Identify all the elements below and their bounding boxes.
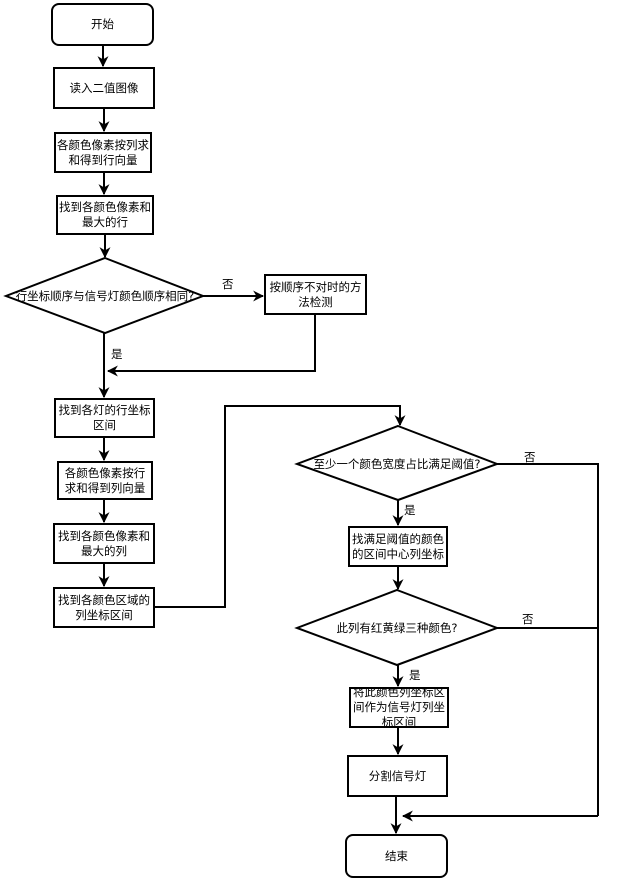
find-max-row-node: 找到各颜色像素和最大的行 bbox=[56, 195, 154, 235]
read-binary-node: 读入二值图像 bbox=[53, 67, 155, 109]
decision-width-ratio-shape bbox=[294, 424, 500, 502]
edge-label-no-3: 否 bbox=[522, 612, 534, 626]
decision-three-colors-shape bbox=[294, 588, 500, 667]
end-node: 结束 bbox=[345, 834, 448, 878]
find-max-col-label: 找到各颜色像素和最大的列 bbox=[58, 528, 150, 558]
edge-label-yes-3: 是 bbox=[409, 668, 421, 682]
read-binary-label: 读入二值图像 bbox=[69, 80, 139, 95]
find-center-col-node: 找满足阈值的颜色的区间中心列坐标 bbox=[348, 526, 448, 567]
wrong-order-method-label: 按顺序不对时的方法检测 bbox=[269, 279, 362, 309]
edge-decision2-no bbox=[497, 463, 599, 816]
edge-label-yes-1: 是 bbox=[111, 347, 123, 361]
edge-side-return bbox=[106, 314, 316, 377]
start-label: 开始 bbox=[91, 17, 114, 31]
column-sum-node: 各颜色像素按列求和得到行向量 bbox=[54, 132, 152, 173]
decision-width-ratio-label: 至少一个颜色宽度占比满足阈值? bbox=[313, 457, 481, 471]
edge-label-no-2: 否 bbox=[524, 450, 536, 464]
end-label: 结束 bbox=[385, 848, 408, 863]
decision-row-order-shape bbox=[3, 256, 206, 335]
find-col-interval-label: 找到各颜色区域的列坐标区间 bbox=[58, 592, 150, 622]
find-col-interval-node: 找到各颜色区域的列坐标区间 bbox=[53, 587, 155, 628]
set-col-interval-node: 将此颜色列坐标区间作为信号灯列坐标区间 bbox=[349, 687, 449, 728]
column-sum-label: 各颜色像素按列求和得到行向量 bbox=[57, 137, 149, 167]
segment-light-node: 分割信号灯 bbox=[347, 755, 448, 797]
edge-colint-to-decision2 bbox=[154, 405, 406, 608]
row-sum-label: 各颜色像素按行求和得到列向量 bbox=[64, 465, 146, 495]
find-row-interval-label: 找到各灯的行坐标区间 bbox=[58, 403, 151, 432]
find-row-interval-node: 找到各灯的行坐标区间 bbox=[54, 398, 155, 438]
find-max-col-node: 找到各颜色像素和最大的列 bbox=[53, 523, 155, 564]
decision-three-colors-label: 此列有红黄绿三种颜色? bbox=[336, 621, 458, 635]
edge-label-no-1: 否 bbox=[222, 277, 234, 291]
find-max-row-label: 找到各颜色像素和最大的行 bbox=[59, 200, 151, 229]
start-node: 开始 bbox=[51, 3, 154, 46]
segment-light-label: 分割信号灯 bbox=[368, 768, 427, 783]
wrong-order-method-node: 按顺序不对时的方法检测 bbox=[264, 274, 367, 315]
decision-row-order-label: 行坐标顺序与信号灯颜色顺序相同? bbox=[15, 289, 195, 303]
set-col-interval-label: 将此颜色列坐标区间作为信号灯列坐标区间 bbox=[353, 687, 445, 728]
find-center-col-label: 找满足阈值的颜色的区间中心列坐标 bbox=[352, 531, 444, 561]
edge-label-yes-2: 是 bbox=[404, 503, 416, 517]
row-sum-node: 各颜色像素按行求和得到列向量 bbox=[57, 461, 153, 500]
